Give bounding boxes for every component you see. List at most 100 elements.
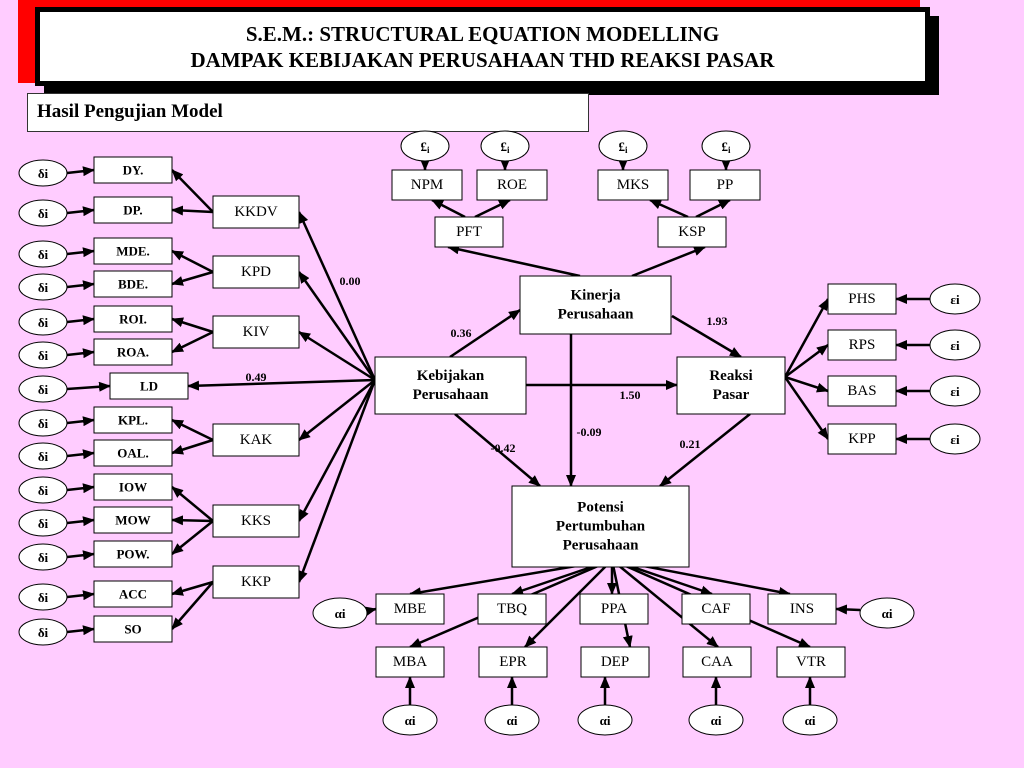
- loading-arrow: [784, 375, 829, 393]
- label-caf: CAF: [701, 601, 730, 617]
- loading-arrow: [298, 379, 376, 441]
- loading-arrow: [171, 438, 214, 455]
- svg-text:εi: εi: [950, 384, 960, 399]
- svg-text:αi: αi: [335, 606, 346, 621]
- loading-arrow: [649, 198, 689, 219]
- loading-arrow: [171, 486, 214, 522]
- label-keb-1: Perusahaan: [413, 387, 490, 403]
- delta-error-mow: δi: [18, 509, 68, 537]
- label-mde: MDE.: [116, 244, 150, 259]
- label-pft: PFT: [456, 224, 482, 240]
- error-arrow: [66, 206, 95, 217]
- coef-kin-rea: 1.93: [707, 314, 728, 328]
- label-vtr: VTR: [796, 654, 826, 670]
- box-caa: CAA: [682, 646, 752, 678]
- label-mks: MKS: [617, 177, 650, 193]
- error-arrow: [364, 606, 377, 617]
- loading-arrow: [431, 198, 466, 219]
- box-kkdv: KKDV: [212, 195, 300, 229]
- error-arrow: [66, 449, 95, 460]
- loading-arrow: [171, 249, 214, 274]
- label-kks: KKS: [241, 513, 271, 529]
- error-arrow: [66, 416, 95, 427]
- pound-error-npm: £i: [400, 130, 450, 162]
- box-so: SO: [93, 615, 173, 643]
- loading-arrow: [524, 559, 613, 648]
- box-iow: IOW: [93, 473, 173, 501]
- box-mks: MKS: [597, 169, 669, 201]
- svg-text:δi: δi: [38, 625, 49, 640]
- svg-text:εi: εi: [950, 338, 960, 353]
- box-mde: MDE.: [93, 237, 173, 265]
- box-kiv: KIV: [212, 315, 300, 349]
- alpha-error-epr: αi: [484, 704, 540, 736]
- loading-arrow: [447, 244, 581, 278]
- box-kpp: KPP: [827, 423, 897, 455]
- svg-text:αi: αi: [600, 713, 611, 728]
- pound-error-pp: £i: [701, 130, 751, 162]
- label-roe: ROE: [497, 177, 527, 193]
- svg-text:£i: £i: [618, 139, 628, 156]
- delta-error-roa: δi: [18, 341, 68, 369]
- loading-arrow: [171, 581, 214, 630]
- svg-text:αi: αi: [882, 606, 893, 621]
- svg-text:αi: αi: [711, 713, 722, 728]
- alpha-error-mbe: αi: [312, 597, 368, 629]
- error-arrow: [66, 483, 95, 494]
- svg-text:δi: δi: [38, 416, 49, 431]
- error-arrow: [835, 604, 861, 615]
- delta-error-iow: δi: [18, 476, 68, 504]
- label-ins: INS: [790, 601, 814, 617]
- coef-keb-rea: 1.50: [620, 388, 641, 402]
- box-kks: KKS: [212, 504, 300, 538]
- label-pot-1: Pertumbuhan: [556, 519, 646, 535]
- box-ld: LD: [109, 372, 189, 400]
- label-npm: NPM: [411, 177, 444, 193]
- box-dp: DP.: [93, 196, 173, 224]
- alpha-error-mba: αi: [382, 704, 438, 736]
- label-oal: OAL.: [117, 446, 148, 461]
- box-bde: BDE.: [93, 270, 173, 298]
- svg-text:δi: δi: [38, 206, 49, 221]
- error-arrow: [66, 247, 95, 258]
- svg-text:δi: δi: [38, 166, 49, 181]
- delta-error-so: δi: [18, 618, 68, 646]
- loading-arrow: [171, 515, 214, 526]
- box-pow: POW.: [93, 540, 173, 568]
- svg-text:αi: αi: [507, 713, 518, 728]
- label-kkdv: KKDV: [234, 204, 277, 220]
- error-arrow: [66, 381, 111, 392]
- label-mow: MOW: [115, 513, 150, 528]
- pound-error-roe: £i: [480, 130, 530, 162]
- loading-arrow: [297, 379, 377, 583]
- label-iow: IOW: [119, 480, 147, 495]
- box-dy: DY.: [93, 156, 173, 184]
- label-mbe: MBE: [394, 601, 427, 617]
- svg-text:εi: εi: [950, 292, 960, 307]
- loading-arrow: [171, 520, 214, 555]
- box-acc: ACC: [93, 580, 173, 608]
- delta-error-pow: δi: [18, 543, 68, 571]
- label-kiv: KIV: [243, 324, 270, 340]
- box-mow: MOW: [93, 506, 173, 534]
- error-arrow: [66, 550, 95, 561]
- title: S.E.M.: STRUCTURAL EQUATION MODELLING DA…: [39, 11, 926, 82]
- delta-error-dy: δi: [18, 159, 68, 187]
- loading-arrow: [171, 270, 214, 286]
- svg-text:£i: £i: [500, 139, 510, 156]
- box-caf: CAF: [681, 593, 751, 625]
- box-epr: EPR: [478, 646, 548, 678]
- label-pow: POW.: [116, 547, 149, 562]
- box-bas: BAS: [827, 375, 897, 407]
- loading-arrow: [171, 330, 214, 354]
- label-tbq: TBQ: [497, 601, 527, 617]
- structural-arrow: [449, 308, 521, 359]
- svg-text:£i: £i: [721, 139, 731, 156]
- delta-error-acc: δi: [18, 583, 68, 611]
- label-keb-0: Kebijakan: [417, 368, 485, 384]
- loading-arrow: [297, 211, 377, 381]
- label-kin-0: Kinerja: [571, 288, 621, 304]
